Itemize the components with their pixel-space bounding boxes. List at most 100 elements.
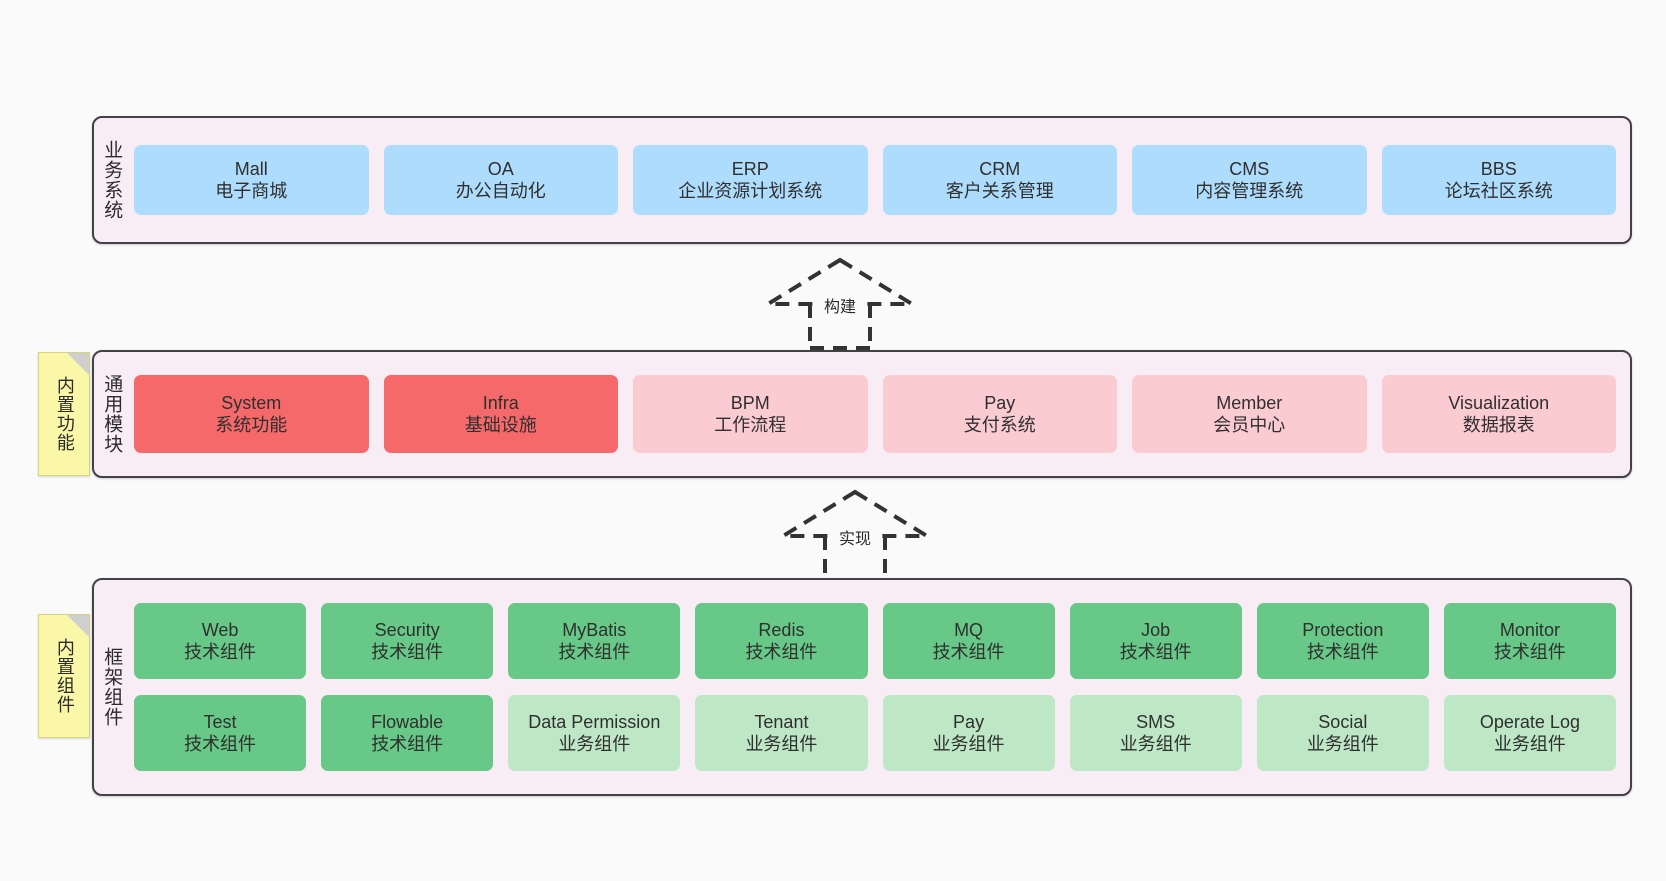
card-subtitle: 业务组件: [745, 734, 818, 754]
card-title: Operate Log: [1479, 711, 1580, 732]
layer-title-business-system: 业务系统: [101, 140, 123, 220]
card-title: MQ: [954, 619, 984, 640]
card-bpm[interactable]: BPM 工作流程: [633, 375, 868, 453]
row-business-systems: Mall 电子商城 OA 办公自动化 ERP 企业资源计划系统 CRM 客户关系…: [134, 145, 1616, 215]
card-subtitle: 工作流程: [714, 415, 787, 435]
layer-title-framework-component: 框架组件: [101, 647, 123, 727]
card-subtitle: 技术组件: [558, 642, 631, 662]
card-operate-log[interactable]: Operate Log 业务组件: [1443, 695, 1616, 771]
card-mybatis[interactable]: MyBatis 技术组件: [508, 603, 681, 679]
connector-label-build: 构建: [820, 292, 860, 318]
card-redis[interactable]: Redis 技术组件: [695, 603, 868, 679]
card-subtitle: 客户关系管理: [945, 181, 1054, 201]
card-title: ERP: [731, 158, 769, 179]
card-flowable[interactable]: Flowable 技术组件: [321, 695, 494, 771]
card-subtitle: 技术组件: [1493, 642, 1566, 662]
card-pay[interactable]: Pay 支付系统: [882, 375, 1117, 453]
card-test[interactable]: Test 技术组件: [134, 695, 307, 771]
sticky-note-label: 内置功能: [54, 376, 75, 452]
card-subtitle: 内容管理系统: [1195, 181, 1304, 201]
card-title: Tenant: [754, 711, 809, 732]
connector-build: 构建: [760, 256, 920, 350]
card-subtitle: 业务组件: [1306, 734, 1379, 754]
card-member[interactable]: Member 会员中心: [1132, 375, 1367, 453]
layer-framework-component: 框架组件 Web 技术组件 Security 技术组件 MyBatis 技术组件…: [92, 578, 1632, 796]
card-title: Security: [374, 619, 440, 640]
card-title: CMS: [1229, 158, 1270, 179]
card-title: Flowable: [371, 711, 444, 732]
card-sms[interactable]: SMS 业务组件: [1069, 695, 1242, 771]
card-social[interactable]: Social 业务组件: [1256, 695, 1429, 771]
card-title: OA: [487, 158, 514, 179]
layer-business-system: 业务系统 Mall 电子商城 OA 办公自动化 ERP 企业资源计划系统 CRM…: [92, 116, 1632, 244]
card-subtitle: 数据报表: [1462, 415, 1535, 435]
card-title: Data Permission: [528, 711, 661, 732]
card-title: Monitor: [1499, 619, 1560, 640]
card-visualization[interactable]: Visualization 数据报表: [1381, 375, 1616, 453]
layer-common-module: 通用模块 System 系统功能 Infra 基础设施 BPM 工作流程 Pay…: [92, 350, 1632, 478]
card-title: Pay: [953, 711, 985, 732]
card-subtitle: 业务组件: [1493, 734, 1566, 754]
card-subtitle: 技术组件: [932, 642, 1005, 662]
connector-label-realize: 实现: [835, 524, 875, 550]
card-protection[interactable]: Protection 技术组件: [1256, 603, 1429, 679]
card-subtitle: 会员中心: [1213, 415, 1286, 435]
dashed-generalization-arrow-icon: [760, 257, 920, 350]
card-cms[interactable]: CMS 内容管理系统: [1132, 145, 1367, 215]
sticky-note-builtin-functions: 内置功能: [38, 352, 90, 476]
sticky-note-label: 内置组件: [54, 638, 75, 714]
card-title: System: [221, 392, 282, 413]
card-title: CRM: [979, 158, 1021, 179]
card-subtitle: 企业资源计划系统: [678, 181, 823, 201]
layer-body-business-system: Mall 电子商城 OA 办公自动化 ERP 企业资源计划系统 CRM 客户关系…: [128, 118, 1630, 242]
card-subtitle: 技术组件: [1119, 642, 1192, 662]
card-infra[interactable]: Infra 基础设施: [383, 375, 618, 453]
connector-realize: 实现: [775, 488, 935, 582]
card-subtitle: 论坛社区系统: [1444, 181, 1553, 201]
card-title: Mall: [234, 158, 268, 179]
card-system[interactable]: System 系统功能: [134, 375, 369, 453]
card-title: Infra: [482, 392, 519, 413]
card-title: MyBatis: [562, 619, 627, 640]
layer-title-common-module: 通用模块: [101, 374, 123, 454]
card-mall[interactable]: Mall 电子商城: [134, 145, 369, 215]
card-title: Visualization: [1448, 392, 1550, 413]
card-subtitle: 支付系统: [963, 415, 1036, 435]
card-tenant[interactable]: Tenant 业务组件: [695, 695, 868, 771]
card-subtitle: 电子商城: [215, 181, 288, 201]
card-erp[interactable]: ERP 企业资源计划系统: [633, 145, 868, 215]
card-subtitle: 技术组件: [371, 734, 444, 754]
layer-body-framework-component: Web 技术组件 Security 技术组件 MyBatis 技术组件 Redi…: [128, 580, 1630, 794]
card-pay-business[interactable]: Pay 业务组件: [882, 695, 1055, 771]
card-subtitle: 办公自动化: [455, 181, 546, 201]
card-subtitle: 技术组件: [745, 642, 818, 662]
card-oa[interactable]: OA 办公自动化: [383, 145, 618, 215]
card-title: Job: [1141, 619, 1171, 640]
card-subtitle: 技术组件: [1306, 642, 1379, 662]
card-title: Member: [1216, 392, 1283, 413]
card-title: Web: [201, 619, 239, 640]
sticky-note-builtin-components: 内置组件: [38, 614, 90, 738]
card-title: Pay: [984, 392, 1016, 413]
card-job[interactable]: Job 技术组件: [1069, 603, 1242, 679]
card-monitor[interactable]: Monitor 技术组件: [1443, 603, 1616, 679]
row-common-modules: System 系统功能 Infra 基础设施 BPM 工作流程 Pay 支付系统…: [134, 375, 1616, 453]
card-bbs[interactable]: BBS 论坛社区系统: [1381, 145, 1616, 215]
card-title: SMS: [1136, 711, 1176, 732]
card-title: Test: [203, 711, 237, 732]
row-tech-components: Web 技术组件 Security 技术组件 MyBatis 技术组件 Redi…: [134, 603, 1616, 679]
card-subtitle: 业务组件: [932, 734, 1005, 754]
card-web[interactable]: Web 技术组件: [134, 603, 307, 679]
card-subtitle: 技术组件: [371, 642, 444, 662]
layer-body-common-module: System 系统功能 Infra 基础设施 BPM 工作流程 Pay 支付系统…: [128, 352, 1630, 476]
card-security[interactable]: Security 技术组件: [321, 603, 494, 679]
card-crm[interactable]: CRM 客户关系管理: [882, 145, 1117, 215]
card-subtitle: 技术组件: [184, 734, 257, 754]
card-data-permission[interactable]: Data Permission 业务组件: [508, 695, 681, 771]
card-subtitle: 业务组件: [558, 734, 631, 754]
card-subtitle: 技术组件: [184, 642, 257, 662]
card-subtitle: 业务组件: [1119, 734, 1192, 754]
row-business-components: Test 技术组件 Flowable 技术组件 Data Permission …: [134, 695, 1616, 771]
card-mq[interactable]: MQ 技术组件: [882, 603, 1055, 679]
